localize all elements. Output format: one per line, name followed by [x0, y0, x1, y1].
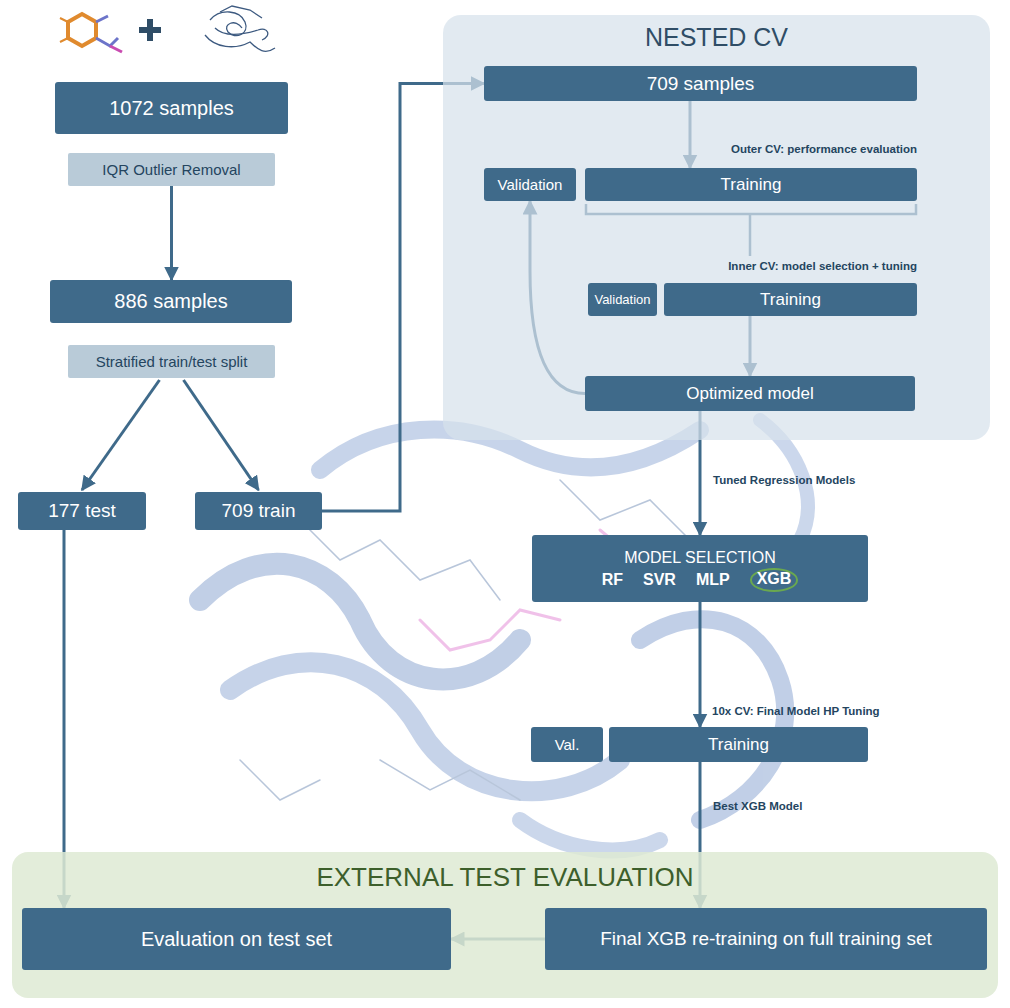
model-name: SVR	[643, 571, 676, 589]
split-box: Training	[664, 283, 917, 316]
molecule-icon	[60, 14, 122, 52]
box-text: Training	[721, 175, 782, 195]
process-box: Evaluation on test set	[22, 908, 451, 970]
box-text: Training	[708, 735, 769, 755]
panel-title: NESTED CV	[443, 23, 990, 52]
process-box: 1072 samples	[55, 82, 288, 134]
process-box: Optimized model	[585, 376, 915, 411]
plus-sign	[139, 19, 161, 41]
flow-arrow	[170, 186, 173, 280]
split-box: Validation	[588, 283, 657, 316]
flow-arrow	[699, 602, 702, 727]
region-panel: EXTERNAL TEST EVALUATION Evaluation on te…	[12, 852, 998, 998]
process-box: Final XGB re-training on full training s…	[545, 908, 987, 970]
edge-label: Tuned Regression Models	[713, 474, 855, 486]
step-note: Inner CV: model selection + tuning	[728, 260, 917, 272]
flow-arrow	[184, 380, 259, 490]
step-note: Outer CV: performance evaluation	[731, 143, 917, 155]
box-text: Optimized model	[686, 384, 814, 404]
split-box: Validation	[484, 168, 576, 201]
split-box: Training	[585, 168, 917, 201]
box-text: 886 samples	[114, 290, 227, 313]
step-note: 10x CV: Final Model HP Tuning	[712, 705, 880, 717]
step-box: IQR Outlier Removal	[68, 153, 275, 186]
process-box: 886 samples	[50, 280, 292, 323]
process-box: 177 test	[18, 492, 146, 530]
model-name: RF	[602, 571, 623, 589]
edge-label: Best XGB Model	[713, 800, 802, 812]
box-text: 177 test	[48, 500, 116, 522]
model-name: MLP	[696, 571, 730, 589]
flow-arrow	[82, 380, 160, 490]
split-box: Val.	[531, 727, 603, 762]
protein-icon	[205, 6, 275, 51]
box-text: Val.	[555, 736, 580, 753]
selection-box: MODEL SELECTIONRF SVR MLP XGB	[532, 535, 868, 602]
box-text: 709 train	[222, 500, 296, 522]
process-box: 709 train	[195, 492, 322, 530]
step-box: Stratified train/test split	[68, 345, 275, 378]
box-text: Validation	[594, 292, 650, 307]
box-text: Final XGB re-training on full training s…	[600, 928, 932, 950]
model-name: XGB	[750, 568, 799, 592]
model-row: RF SVR MLP XGB	[602, 571, 799, 589]
box-text: Evaluation on test set	[141, 928, 332, 951]
box-text: Training	[760, 290, 821, 310]
panel-title: EXTERNAL TEST EVALUATION	[12, 862, 998, 893]
box-text: 1072 samples	[109, 97, 234, 120]
box-text: 709 samples	[647, 73, 755, 95]
region-panel: NESTED CV709 samplesValidationTrainingVa…	[443, 15, 990, 440]
box-text: Validation	[498, 176, 563, 193]
box-text: Stratified train/test split	[96, 353, 248, 370]
box-text: MODEL SELECTION	[624, 549, 775, 567]
box-text: IQR Outlier Removal	[102, 161, 240, 178]
split-box: Training	[609, 727, 868, 762]
process-box: 709 samples	[484, 66, 917, 101]
